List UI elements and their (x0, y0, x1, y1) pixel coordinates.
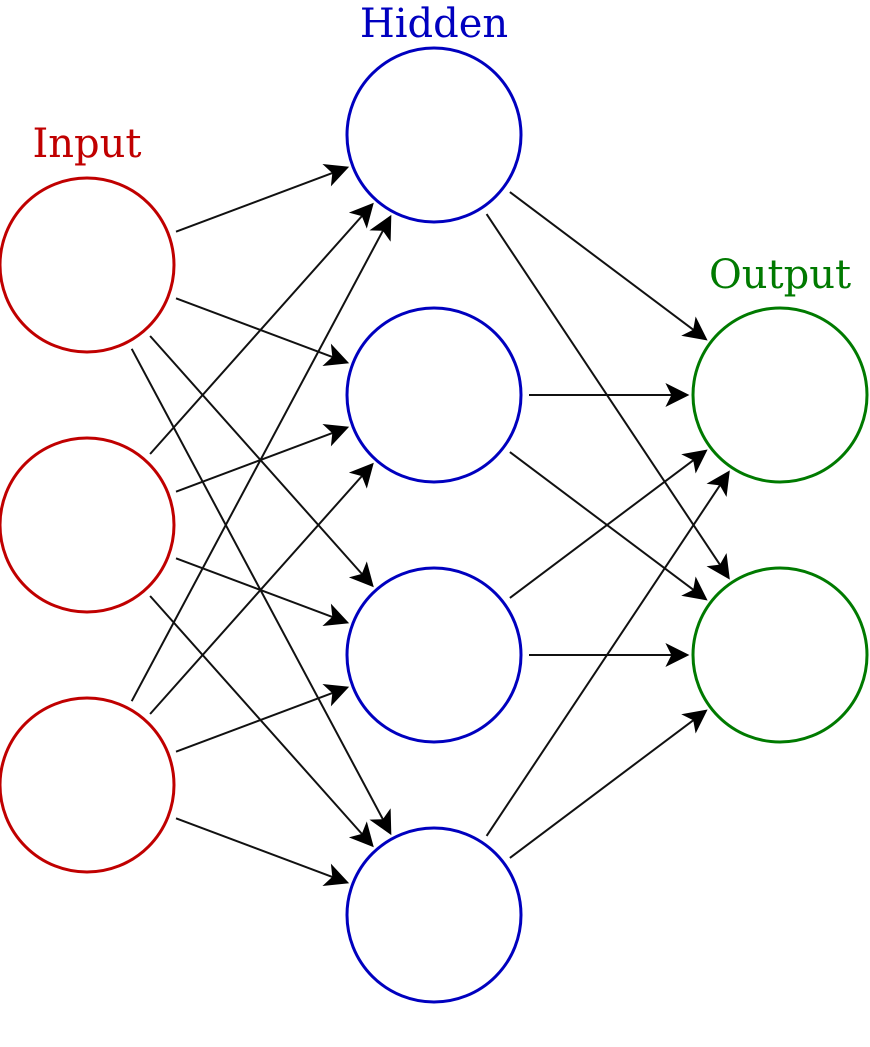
input-node-2 (0, 436, 176, 614)
edge-hidden4-to-output2 (509, 709, 708, 859)
edge-hidden3-to-output1 (509, 449, 708, 599)
hidden-node-4 (345, 826, 523, 1004)
output-node-1 (691, 306, 869, 484)
output-node-2 (691, 566, 869, 744)
edge-input2-to-hidden1 (149, 202, 374, 455)
edge-input3-to-hidden3 (175, 683, 350, 753)
edge-input3-to-hidden4 (175, 817, 350, 887)
input-node-1 (0, 176, 176, 354)
edge-hidden1-to-output1 (509, 191, 708, 341)
hidden-node-3 (345, 566, 523, 744)
hidden-node-2 (345, 306, 523, 484)
edge-input1-to-hidden1 (175, 163, 350, 233)
input-node-3 (0, 696, 176, 874)
edge-input3-to-hidden2 (149, 462, 374, 715)
hidden-node-1 (345, 46, 523, 224)
input-layer-label: Input (32, 121, 141, 167)
output-layer-label: Output (709, 252, 851, 298)
edges-group (130, 163, 730, 887)
hidden-layer-label: Hidden (360, 1, 508, 47)
nodes-group (0, 46, 869, 1004)
edge-hidden4-to-output1 (485, 470, 730, 837)
layer-labels-group: Input Hidden Output (32, 1, 851, 298)
edge-input3-to-hidden1 (130, 214, 392, 702)
